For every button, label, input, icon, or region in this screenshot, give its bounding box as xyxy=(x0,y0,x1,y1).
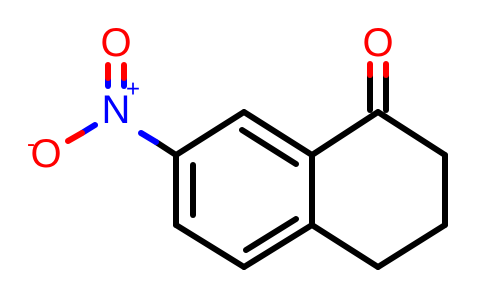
nitro-single-bond-red xyxy=(65,130,85,144)
bond-c1-c2 xyxy=(375,109,448,158)
bond-c3-c4 xyxy=(375,222,448,270)
aromatic-ring xyxy=(173,109,315,270)
double-bond-inner-bottom xyxy=(243,216,299,253)
ketone-oxygen-label: O xyxy=(362,21,393,65)
bond-c6-c5 xyxy=(173,222,247,270)
nitro-nitrogen-label: N xyxy=(102,88,131,132)
bond-c5-c4a xyxy=(241,222,315,270)
bond-c4-c4a xyxy=(309,222,381,270)
bond-c8a-c1 xyxy=(309,109,381,158)
bond-c8-c7 xyxy=(173,109,247,158)
nitro-nitrogen-charge: + xyxy=(126,76,140,103)
nitro-oxygen-bottom-label: O xyxy=(30,132,61,176)
bond-c7-n-blue xyxy=(138,130,159,145)
ketone-group: O xyxy=(362,21,394,113)
nitro-group: N + O O - xyxy=(27,21,179,176)
nitro-oxygen-top-label: O xyxy=(100,21,131,65)
saturated-ring xyxy=(309,109,448,270)
bond-c7-n-black xyxy=(153,139,179,158)
double-bond-inner-top xyxy=(239,127,299,167)
bond-c8a-c8 xyxy=(241,109,315,158)
nitro-oxygen-bottom-charge: - xyxy=(27,131,35,158)
